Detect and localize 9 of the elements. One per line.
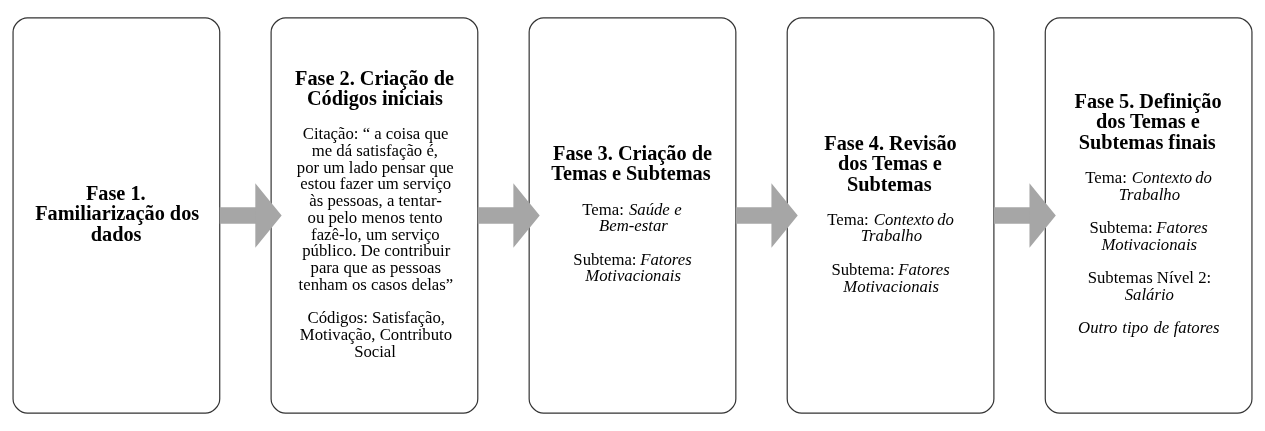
arrow (219, 183, 282, 248)
arrow (735, 183, 798, 248)
arrow (993, 183, 1056, 248)
node-box: Fase 5. Definição dos Temas e Subtemas finais Tema: Contexto do Trabalho Subtema: Fatores Motivacionais Subtemas Nível 2: Salário Outro tipo de fatores (1044, 17, 1253, 414)
node-box: Fase 4. Revisão dos Temas e Subtemas Tema: Contexto do Trabalho Subtema: Fatores Motivacionais (786, 17, 995, 414)
node-box: Fase 1. Familiarização dos dados (12, 17, 221, 414)
node-box: Fase 3. Criação de Temas e Subtemas Tema: Saúde e Bem-estar Subtema: Fatores Motivacionais (528, 17, 737, 414)
node-box: Fase 2. Criação de Códigos iniciais Citação: “ a coisa que me dá satisfação é, por um lado pensar que estou fazer um serviço às pessoas, a tentar- ou pelo menos tento fazê-lo, um serviço público. De contribuir para que as pessoas tenham os casos delas” Códigos: Satisfação, Motivação, Contributo Social (270, 17, 479, 414)
arrow (477, 183, 540, 248)
